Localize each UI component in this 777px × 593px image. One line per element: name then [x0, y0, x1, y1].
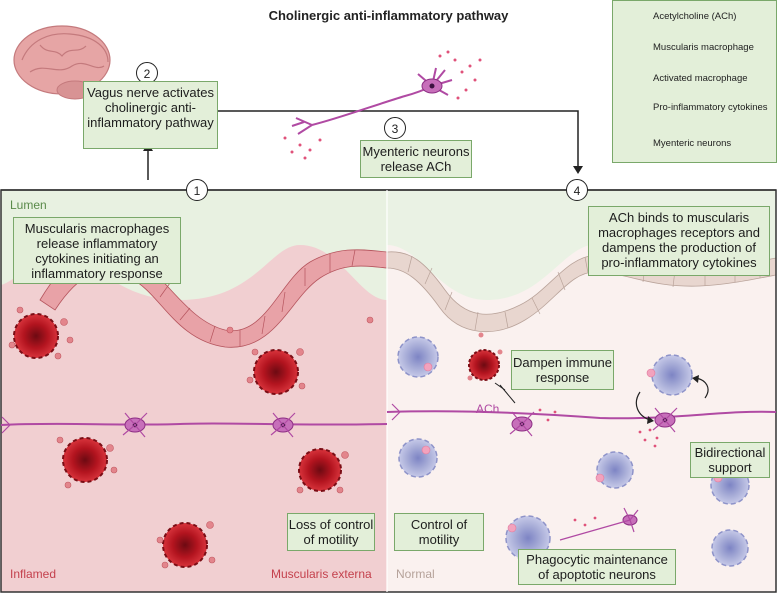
myenteric-plexus — [0, 410, 777, 426]
diagram-title: Cholinergic anti-inflammatory pathway — [268, 8, 509, 23]
arrow-2-to-4 — [218, 110, 579, 168]
lumen-label: Lumen — [10, 198, 47, 212]
bidirectional-support-box: Bidirectional support — [690, 442, 770, 478]
ach-label: ACh — [476, 402, 500, 416]
legend-item-myenteric-neurons: Myenteric neurons — [653, 138, 732, 149]
inflamed-label: Inflamed — [10, 567, 57, 581]
legend-item-muscularis-macrophage: Muscularis macrophage — [653, 42, 754, 53]
step-3-box: Myenteric neurons release ACh — [360, 140, 472, 178]
step-1-box: Muscularis macrophages release inflammat… — [13, 217, 181, 284]
bidirectional-arrow-left — [635, 391, 651, 421]
activated-macrophages-left — [13, 313, 342, 568]
dampen-immune-box: Dampen immune response — [511, 350, 614, 390]
legend-item-cytokines: Pro-inflammatory cytokines — [653, 102, 768, 113]
step-2-box: Vagus nerve activates cholinergic anti-i… — [83, 81, 218, 149]
control-of-motility-box: Control of motility — [394, 513, 484, 551]
vagus-neuron-icon — [291, 67, 453, 135]
step-2-number: 2 — [136, 62, 158, 84]
phagocytic-box: Phagocytic maintenance of apoptotic neur… — [518, 549, 676, 585]
muscularis-externa-label: Muscularis externa — [271, 567, 372, 581]
ach-cloud-top — [283, 50, 482, 160]
legend: Acetylcholine (ACh) Muscularis macrophag… — [612, 0, 777, 163]
legend-item-ach: Acetylcholine (ACh) — [653, 11, 737, 22]
step-3-number: 3 — [384, 117, 406, 139]
legend-item-activated-macrophage: Activated macrophage — [653, 73, 748, 84]
loss-of-control-box: Loss of control of motility — [287, 513, 375, 551]
cytokines-left — [8, 306, 374, 569]
step-4-box: ACh binds to muscularis macrophages rece… — [588, 206, 770, 276]
activated-macrophage-right — [468, 349, 500, 381]
main-frame — [0, 189, 777, 593]
step-1-number: 1 — [186, 179, 208, 201]
step-4-number: 4 — [566, 179, 588, 201]
normal-label: Normal — [396, 567, 435, 581]
